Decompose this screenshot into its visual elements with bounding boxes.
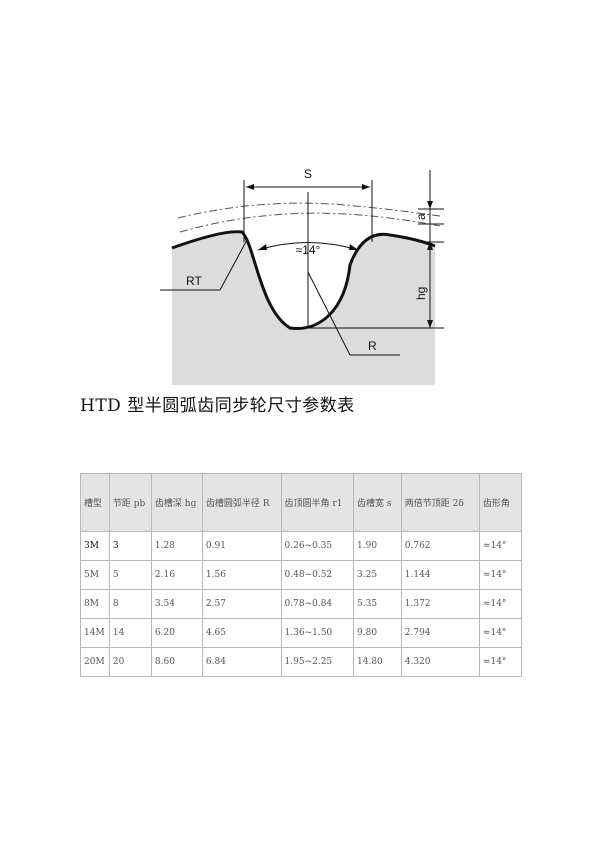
header-cell: 齿槽深 hg [150, 473, 203, 532]
header-cell: 齿槽圆弧半径 R [201, 473, 282, 532]
s-dimension-label: S [304, 167, 312, 181]
table-cell: 8 [108, 589, 152, 619]
pulley-body [172, 231, 435, 385]
table-cell: 4.320 [400, 647, 480, 677]
parameter-table: 槽型 节距 pb 齿槽深 hg 齿槽圆弧半径 R 齿顶圆半角 r1 齿槽宽 s … [80, 473, 523, 677]
table-cell: 1.28 [150, 531, 203, 561]
table-cell: 2.57 [201, 589, 282, 619]
table-cell: 20M [80, 647, 110, 677]
table-cell: 1.372 [400, 589, 480, 619]
header-cell: 齿顶圆半角 r1 [280, 473, 355, 532]
table-cell: ≈14° [478, 589, 523, 619]
page-title: HTD 型半圆弧齿同步轮尺寸参数表 [80, 396, 355, 416]
table-cell: 9.80 [353, 618, 402, 648]
table-cell: 1.56 [201, 560, 282, 590]
table-row: 14M 14 6.20 4.65 1.36~1.50 9.80 2.794 ≈1… [80, 618, 523, 648]
hg-dimension-label: hg [414, 287, 428, 300]
table-cell: 1.144 [400, 560, 480, 590]
table-cell: 3.25 [353, 560, 402, 590]
table-row: 5M 5 2.16 1.56 0.48~0.52 3.25 1.144 ≈14° [80, 560, 523, 590]
table-cell: 3 [108, 531, 152, 561]
table-row: 3M 3 1.28 0.91 0.26~0.35 1.90 0.762 ≈14° [80, 531, 523, 561]
table-cell: 3.54 [150, 589, 203, 619]
table-cell: 14.80 [353, 647, 402, 677]
table-cell: 6.20 [150, 618, 203, 648]
r-label: R [368, 339, 377, 353]
table-cell: 0.762 [400, 531, 480, 561]
tooth-outline [171, 230, 436, 330]
header-cell: 齿槽宽 s [353, 473, 402, 532]
table-cell: 14M [80, 618, 110, 648]
table-cell: 5M [80, 560, 110, 590]
table-cell: 20 [108, 647, 152, 677]
table-cell: ≈14° [478, 647, 523, 677]
table-cell: 14 [108, 618, 152, 648]
table-cell: 8M [80, 589, 110, 619]
pitch-line-upper [177, 202, 441, 219]
table-cell: ≈14° [478, 531, 523, 561]
table-cell: 4.65 [201, 618, 282, 648]
pitch-line-lower [179, 212, 441, 233]
table-cell: 2.16 [150, 560, 203, 590]
table-cell: ≈14° [478, 560, 523, 590]
table-cell: 2.794 [400, 618, 480, 648]
table-cell: 0.78~0.84 [280, 589, 355, 619]
table-cell: 0.48~0.52 [280, 560, 355, 590]
table-row: 20M 20 8.60 6.84 1.95~2.25 14.80 4.320 ≈… [80, 647, 523, 677]
a-dimension-label: a [414, 213, 428, 220]
table-cell: 1.90 [353, 531, 402, 561]
table-cell: 3M [80, 531, 110, 561]
table-cell: 5.35 [353, 589, 402, 619]
header-cell: 两倍节顶距 2δ [400, 473, 480, 532]
header-cell: 齿形角 [478, 473, 523, 532]
table-cell: 1.95~2.25 [280, 647, 355, 677]
table-cell: 5 [108, 560, 152, 590]
table-header-row: 槽型 节距 pb 齿槽深 hg 齿槽圆弧半径 R 齿顶圆半角 r1 齿槽宽 s … [80, 473, 523, 532]
header-cell: 节距 pb [108, 473, 152, 532]
table-cell: 0.91 [201, 531, 282, 561]
table-cell: 6.84 [201, 647, 282, 677]
table-cell: 1.36~1.50 [280, 618, 355, 648]
table-row: 8M 8 3.54 2.57 0.78~0.84 5.35 1.372 ≈14° [80, 589, 523, 619]
angle-label: ≈14° [296, 243, 321, 257]
tooth-profile-diagram: S a hg R ≈14° RT [160, 160, 450, 385]
table-cell: 8.60 [150, 647, 203, 677]
table-cell: ≈14° [478, 618, 523, 648]
table-cell: 0.26~0.35 [280, 531, 355, 561]
header-cell: 槽型 [80, 473, 110, 532]
angle-arc [257, 242, 359, 251]
rt-label: RT [186, 274, 202, 288]
